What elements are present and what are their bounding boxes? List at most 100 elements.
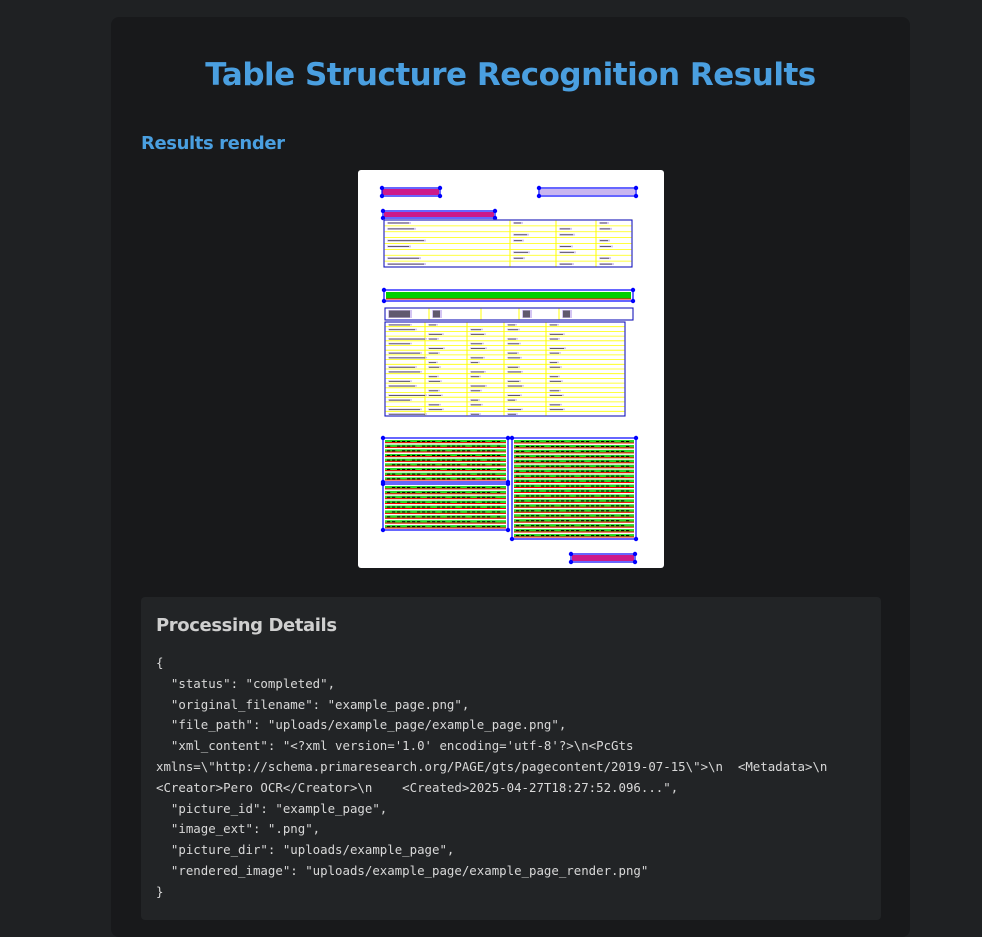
glyph — [566, 455, 570, 457]
glyph — [462, 496, 466, 498]
glyph — [626, 495, 630, 497]
glyph — [516, 495, 520, 497]
glyph — [457, 455, 461, 456]
table2-caption-region — [383, 289, 634, 302]
glyph — [387, 491, 391, 493]
glyph — [521, 460, 525, 462]
glyph — [596, 465, 600, 467]
glyph — [497, 478, 501, 480]
glyph — [541, 450, 545, 452]
glyph — [606, 520, 610, 522]
glyph — [477, 473, 481, 475]
glyph — [516, 500, 520, 502]
region-vertex — [633, 536, 639, 542]
glyph — [477, 445, 481, 447]
glyph — [586, 470, 590, 472]
glyph — [429, 333, 442, 335]
glyph — [389, 366, 415, 368]
glyph — [452, 469, 456, 470]
processing-details-heading: Processing Details — [156, 615, 337, 636]
glyph — [621, 530, 625, 532]
glyph — [402, 487, 406, 488]
region-vertex — [536, 193, 542, 199]
glyph — [606, 535, 610, 537]
glyph — [531, 485, 535, 487]
glyph — [521, 530, 525, 532]
glyph — [521, 475, 525, 477]
glyph — [616, 450, 620, 452]
glyph — [551, 460, 555, 462]
glyph — [477, 496, 481, 498]
glyph — [621, 535, 625, 537]
glyph — [412, 521, 416, 523]
glyph — [472, 455, 476, 456]
glyph — [462, 459, 466, 461]
glyph — [387, 506, 391, 508]
glyph — [482, 455, 486, 456]
glyph — [536, 475, 540, 477]
glyph — [556, 465, 560, 467]
glyph — [452, 450, 456, 452]
glyph — [422, 506, 426, 508]
glyph — [581, 485, 585, 487]
glyph — [482, 450, 486, 452]
glyph — [467, 455, 471, 456]
glyph — [472, 478, 476, 480]
glyph — [462, 469, 466, 470]
glyph — [611, 490, 615, 492]
glyph — [497, 469, 501, 470]
glyph — [600, 228, 610, 230]
glyph — [429, 380, 440, 382]
glyph — [392, 450, 396, 452]
glyph — [482, 464, 486, 466]
glyph — [427, 459, 431, 461]
glyph — [492, 478, 496, 480]
glyph — [471, 343, 482, 345]
glyph — [412, 506, 416, 508]
glyph — [442, 526, 446, 528]
glyph — [487, 450, 491, 452]
glyph — [606, 445, 610, 447]
glyph — [487, 455, 491, 456]
glyph — [586, 465, 590, 467]
glyph — [626, 455, 630, 457]
glyph — [581, 470, 585, 472]
glyph — [387, 521, 391, 523]
glyph — [516, 460, 520, 462]
glyph — [389, 413, 425, 415]
glyph — [437, 469, 441, 470]
glyph — [591, 445, 595, 447]
glyph — [596, 525, 600, 527]
glyph — [516, 475, 520, 477]
region-vertex — [630, 287, 636, 293]
glyph — [581, 475, 585, 477]
glyph — [397, 516, 401, 518]
glyph — [422, 491, 426, 493]
region-vertex — [505, 527, 511, 533]
glyph — [422, 511, 426, 513]
glyph — [392, 473, 396, 475]
region-vertex — [568, 559, 574, 565]
glyph — [447, 455, 451, 456]
glyph — [541, 530, 545, 532]
glyph — [616, 485, 620, 487]
glyph — [526, 480, 530, 482]
glyph — [514, 222, 521, 224]
glyph — [447, 526, 451, 528]
glyph — [402, 450, 406, 452]
glyph — [571, 475, 575, 477]
glyph — [521, 441, 525, 442]
glyph — [487, 506, 491, 508]
glyph — [422, 441, 426, 442]
glyph — [561, 445, 565, 447]
glyph — [561, 495, 565, 497]
glyph — [422, 501, 426, 503]
left-column-lower-region — [382, 483, 509, 531]
glyph — [422, 478, 426, 480]
glyph — [492, 455, 496, 456]
glyph — [551, 445, 555, 447]
glyph — [471, 376, 479, 378]
glyph — [402, 473, 406, 475]
caption-text-line — [384, 212, 494, 217]
glyph — [482, 516, 486, 518]
